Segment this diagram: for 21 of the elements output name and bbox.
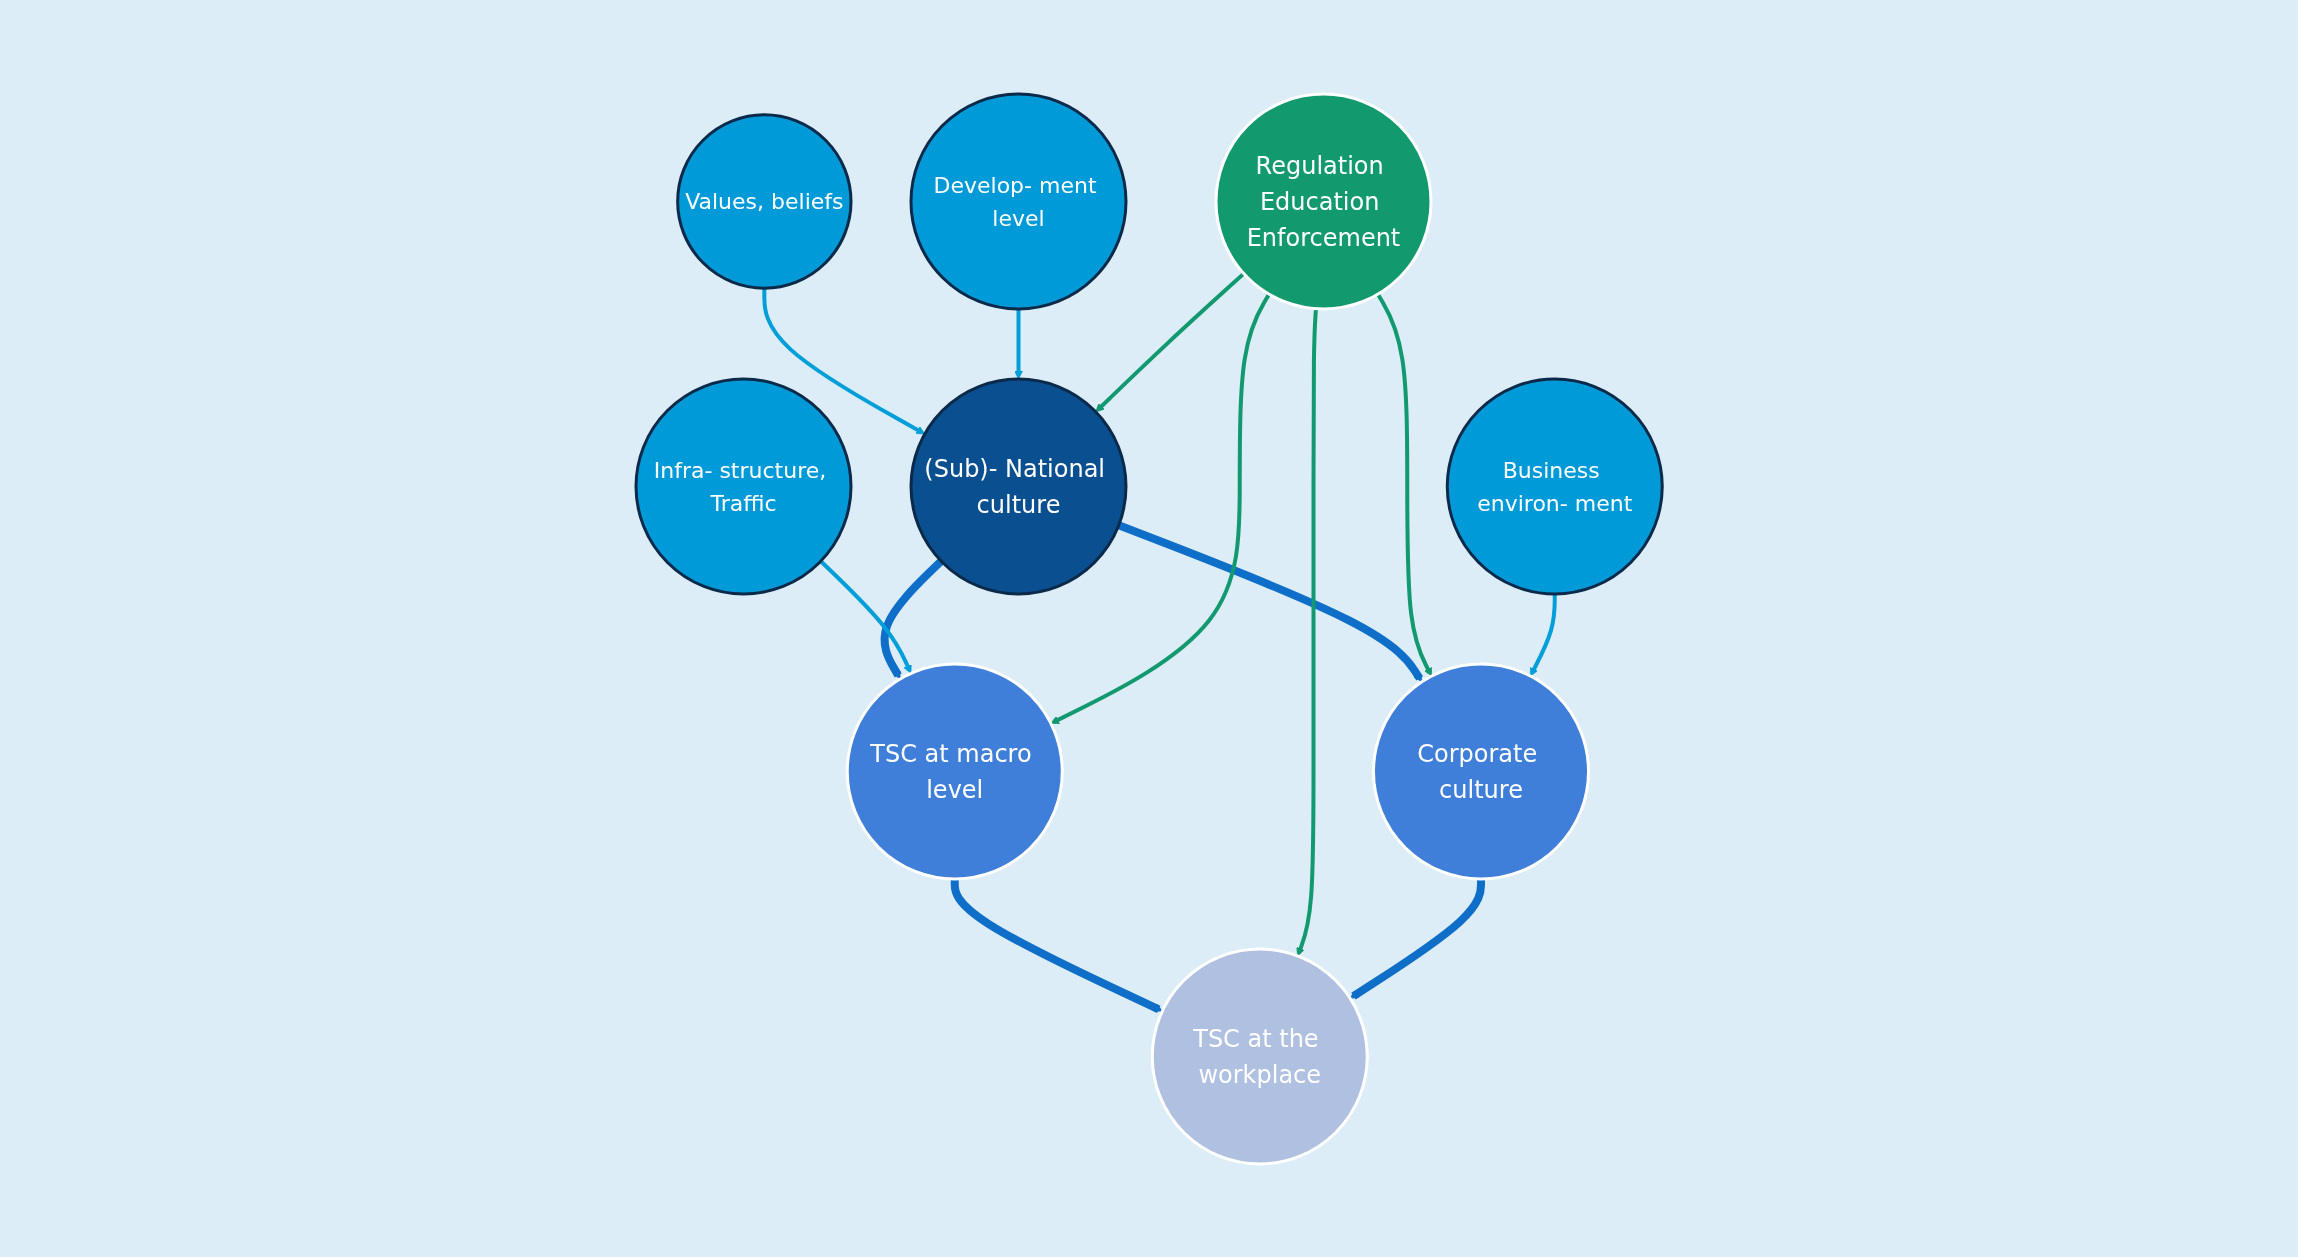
node-circle: Values, beliefs [676,112,853,290]
node-circle: Business environ- ment [1445,377,1664,595]
arrow [880,557,944,679]
node-circle: Develop- ment level [909,92,1128,310]
node-circle: (Sub)- National culture [909,377,1128,595]
arrow [950,878,1163,1013]
arrow [1014,308,1023,379]
arrow [1296,308,1318,956]
node-circle: Infra- structure, Traffic [634,377,853,595]
node-circle: TSC at the workplace [1150,947,1369,1165]
arrow [1050,292,1271,724]
arrow [1349,878,1485,999]
node-circle: Regulation Education Enforcement [1214,92,1433,310]
arrow [1095,271,1245,412]
node-circle: TSC at macro level [845,662,1064,880]
arrow [1529,593,1557,676]
node-circle: Corporate culture [1371,662,1590,880]
arrow [762,287,925,434]
arrow [819,559,912,674]
arrow [1376,292,1432,676]
arrow [1117,521,1423,682]
